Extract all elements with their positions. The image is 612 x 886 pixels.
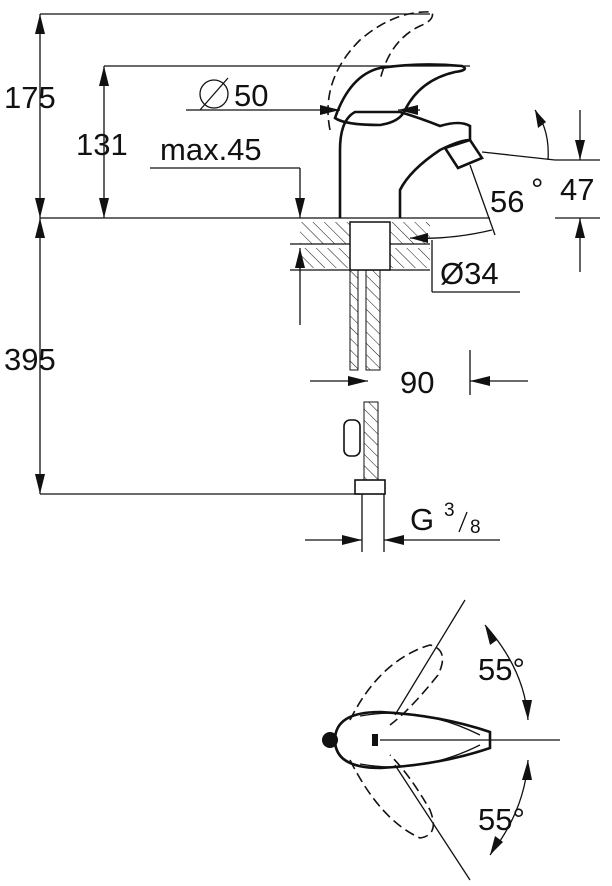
- label-55-top: 55°: [478, 652, 525, 687]
- label-47: 47: [560, 172, 594, 207]
- label-131: 131: [76, 127, 128, 162]
- dimension-90: 90: [310, 350, 528, 400]
- dimension-max45: max.45: [150, 132, 305, 325]
- label-g: G: [410, 502, 434, 537]
- dimension-395: 395: [4, 218, 360, 495]
- dimension-175: 175: [4, 13, 430, 218]
- label-55-bottom: 55°: [478, 802, 525, 837]
- dimension-thread: G 3 8: [305, 500, 500, 545]
- fraction-slash: [458, 511, 468, 533]
- top-view: 55° 55°: [322, 599, 560, 881]
- label-thread-num: 3: [444, 500, 455, 521]
- dimension-56-47: 56 ° 47: [490, 110, 600, 272]
- mixer-body: [327, 11, 556, 243]
- deck-section: Ø34: [290, 221, 520, 293]
- label-90: 90: [400, 365, 434, 400]
- dimension-diameter-50: 50: [186, 77, 420, 115]
- diameter-icon: [199, 77, 229, 111]
- label-thread-den: 8: [470, 517, 481, 538]
- hoses: [343, 269, 386, 552]
- label-175: 175: [4, 80, 56, 115]
- dimension-131: 131: [76, 65, 470, 218]
- label-diameter-34: Ø34: [440, 256, 499, 291]
- degree-symbol: °: [531, 172, 543, 207]
- label-max45: max.45: [160, 132, 262, 167]
- label-56: 56: [490, 184, 524, 219]
- label-395: 395: [4, 342, 56, 377]
- label-diameter-50: 50: [234, 78, 268, 113]
